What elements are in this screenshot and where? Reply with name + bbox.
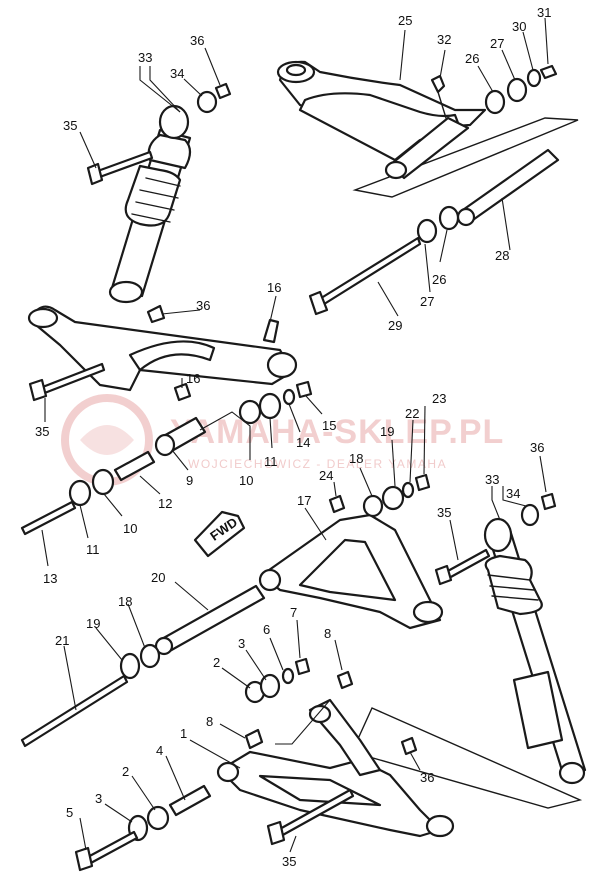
label-11: 11 bbox=[264, 454, 278, 469]
label-34: 34 bbox=[170, 66, 184, 81]
label-22: 22 bbox=[405, 406, 419, 421]
label-1: 1 bbox=[180, 726, 187, 741]
label-4: 4 bbox=[156, 743, 163, 758]
label-35: 35 bbox=[282, 854, 296, 869]
label-10: 10 bbox=[123, 521, 137, 536]
shock-absorber-left bbox=[86, 82, 232, 304]
label-34: 34 bbox=[506, 486, 520, 501]
label-3: 3 bbox=[238, 636, 245, 651]
label-11: 11 bbox=[86, 542, 100, 557]
label-26: 26 bbox=[432, 272, 446, 287]
shock-absorber-right bbox=[434, 492, 587, 785]
label-12: 12 bbox=[158, 496, 172, 511]
label-35: 35 bbox=[35, 424, 49, 439]
label-14: 14 bbox=[296, 435, 310, 450]
label-27: 27 bbox=[490, 36, 504, 51]
upper-arm-middle bbox=[20, 473, 444, 748]
label-36: 36 bbox=[530, 440, 544, 455]
label-36: 36 bbox=[420, 770, 434, 785]
label-35: 35 bbox=[437, 505, 451, 520]
label-29: 29 bbox=[388, 318, 402, 333]
label-23: 23 bbox=[432, 391, 446, 406]
label-19: 19 bbox=[380, 424, 394, 439]
leader-lines bbox=[41, 17, 549, 853]
label-31: 31 bbox=[537, 5, 551, 20]
label-2: 2 bbox=[122, 764, 129, 779]
label-30: 30 bbox=[512, 19, 526, 34]
label-36: 36 bbox=[190, 33, 204, 48]
label-28: 28 bbox=[495, 248, 509, 263]
label-19: 19 bbox=[86, 616, 100, 631]
label-35: 35 bbox=[63, 118, 77, 133]
label-33: 33 bbox=[138, 50, 152, 65]
part-labels: 33 36 34 35 25 32 26 27 30 31 28 26 27 2… bbox=[35, 5, 551, 869]
watermark-title: YAMAHA-SKLEP.PL bbox=[170, 413, 504, 451]
watermark-subtitle: WOJCIECHOWICZ - DEALER YAMAHA bbox=[188, 457, 447, 471]
label-6: 6 bbox=[263, 622, 270, 637]
lower-arm bbox=[74, 657, 583, 872]
label-18: 18 bbox=[349, 451, 363, 466]
label-3: 3 bbox=[95, 791, 102, 806]
label-21: 21 bbox=[55, 633, 69, 648]
label-24: 24 bbox=[319, 468, 333, 483]
label-36: 36 bbox=[196, 298, 210, 313]
label-18: 18 bbox=[118, 594, 132, 609]
label-20: 20 bbox=[151, 570, 165, 585]
label-16: 16 bbox=[186, 371, 200, 386]
label-5: 5 bbox=[66, 805, 73, 820]
label-25: 25 bbox=[398, 13, 412, 28]
fwd-arrow: FWD bbox=[193, 510, 246, 558]
label-2: 2 bbox=[213, 655, 220, 670]
label-10: 10 bbox=[239, 473, 253, 488]
label-8: 8 bbox=[324, 626, 331, 641]
watermark: YAMAHA-SKLEP.PL WOJCIECHOWICZ - DEALER Y… bbox=[61, 394, 504, 486]
upper-arm-top bbox=[276, 60, 579, 316]
label-13: 13 bbox=[43, 571, 57, 586]
upper-arm-left bbox=[20, 304, 313, 536]
label-32: 32 bbox=[437, 32, 451, 47]
label-27: 27 bbox=[420, 294, 434, 309]
label-8: 8 bbox=[206, 714, 213, 729]
label-17: 17 bbox=[297, 493, 311, 508]
label-15: 15 bbox=[322, 418, 336, 433]
label-26: 26 bbox=[465, 51, 479, 66]
label-33: 33 bbox=[485, 472, 499, 487]
label-16: 16 bbox=[267, 280, 281, 295]
label-9: 9 bbox=[186, 473, 193, 488]
label-7: 7 bbox=[290, 605, 297, 620]
